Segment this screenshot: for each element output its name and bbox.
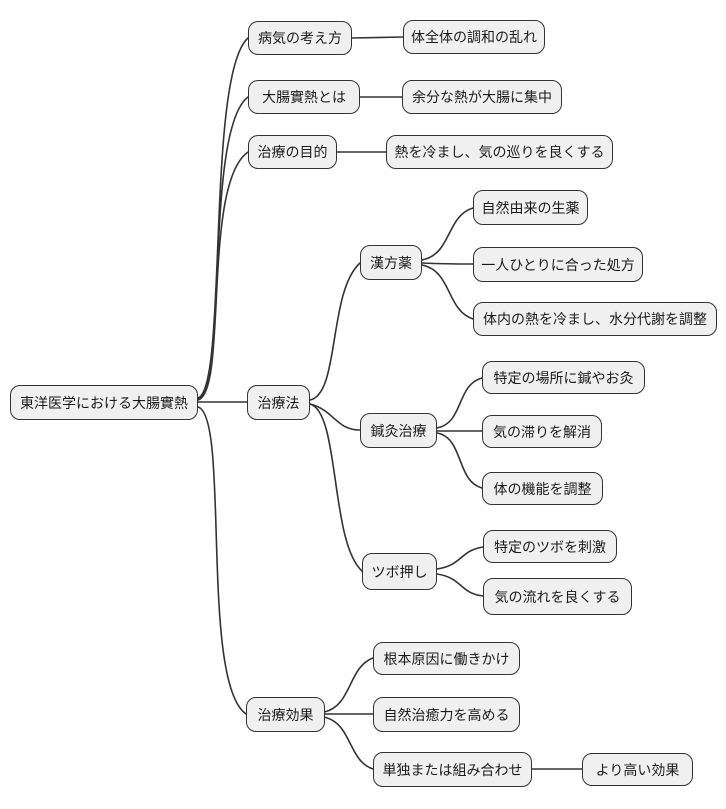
node-natural-healing-power: 自然治癒力を高める	[373, 697, 520, 732]
edge-acupuncture-adjust-body	[436, 432, 483, 489]
node-treatment-methods: 治療法	[247, 385, 310, 420]
node-excess-heat-in-intestine: 余分な熱が大腸に集中	[402, 80, 562, 114]
node-cool-heat-improve-qi: 熱を冷まし、気の巡りを良くする	[386, 135, 613, 169]
edge-root-treatment-purpose	[197, 151, 249, 401]
node-natural-herbs: 自然由来の生薬	[473, 190, 588, 225]
edge-kampo-cool-internal-heat	[421, 264, 474, 320]
node-alone-or-combined: 単独または組み合わせ	[373, 752, 532, 787]
node-what-is-daicho-jitsunetsu: 大腸實熱とは	[248, 80, 360, 114]
edge-methods-kampo	[309, 262, 361, 401]
node-root-cause-action: 根本原因に働きかけ	[373, 642, 520, 675]
node-resolve-qi-stagnation: 気の滞りを解消	[482, 415, 602, 448]
node-treatment-purpose: 治療の目的	[248, 135, 337, 169]
edge-methods-tsubo	[309, 403, 363, 572]
edge-effects-root-cause	[323, 657, 374, 713]
edge-tsubo-stimulate-points	[436, 546, 484, 570]
node-tsubo-press: ツボ押し	[362, 553, 437, 590]
edge-disease-view-body-harmony	[351, 36, 404, 39]
node-cool-internal-heat: 体内の熱を冷まし、水分代謝を調整	[473, 302, 717, 336]
edge-kampo-natural-herbs	[421, 207, 474, 261]
node-kampo: 漢方薬	[360, 245, 422, 280]
edge-acupuncture-needle-moxa	[436, 377, 483, 429]
node-disease-view: 病気の考え方	[248, 21, 352, 55]
node-stimulate-points: 特定のツボを刺激	[483, 530, 617, 563]
edge-tsubo-improve-qi-flow	[436, 573, 484, 597]
edge-methods-acupuncture	[309, 403, 361, 431]
node-improve-qi-flow: 気の流れを良くする	[483, 578, 632, 615]
node-treatment-effects: 治療効果	[246, 697, 325, 732]
edge-effects-alone-combined	[323, 716, 374, 770]
edge-kampo-individual-prescription	[421, 262, 474, 265]
node-body-harmony-disorder: 体全体の調和の乱れ	[403, 20, 545, 54]
edge-root-what-is-daicho-jitsunetsu	[197, 96, 249, 400]
node-adjust-body-function: 体の機能を調整	[482, 472, 603, 505]
edge-root-disease-view	[197, 37, 249, 399]
node-root: 東洋医学における大腸實熱	[10, 385, 198, 420]
node-individual-prescription: 一人ひとりに合った処方	[473, 247, 643, 282]
node-higher-effect: より高い効果	[582, 753, 693, 786]
node-needle-moxa-points: 特定の場所に鍼やお灸	[482, 361, 645, 394]
edge-root-treatment-effects	[197, 406, 247, 715]
node-acupuncture: 鍼灸治療	[360, 413, 437, 448]
